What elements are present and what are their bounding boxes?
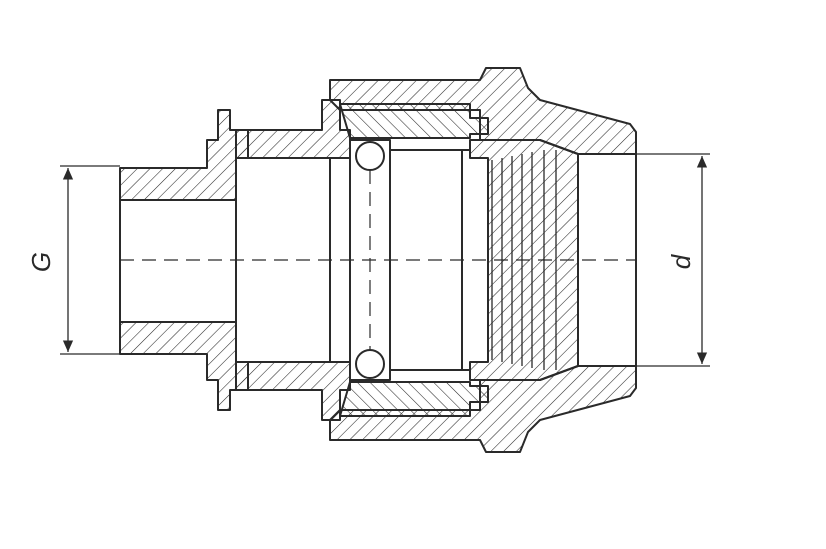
dimension-d: d xyxy=(636,153,710,367)
dimension-d-label: d xyxy=(666,253,696,269)
clamp-ring xyxy=(339,103,489,417)
dimension-g: G xyxy=(26,165,120,355)
dimension-g-label: G xyxy=(26,252,56,272)
o-ring-top xyxy=(355,141,385,171)
main-body xyxy=(235,99,351,421)
threaded-spigot xyxy=(119,109,249,411)
o-ring-bottom xyxy=(355,349,385,379)
union-nut xyxy=(329,67,637,453)
